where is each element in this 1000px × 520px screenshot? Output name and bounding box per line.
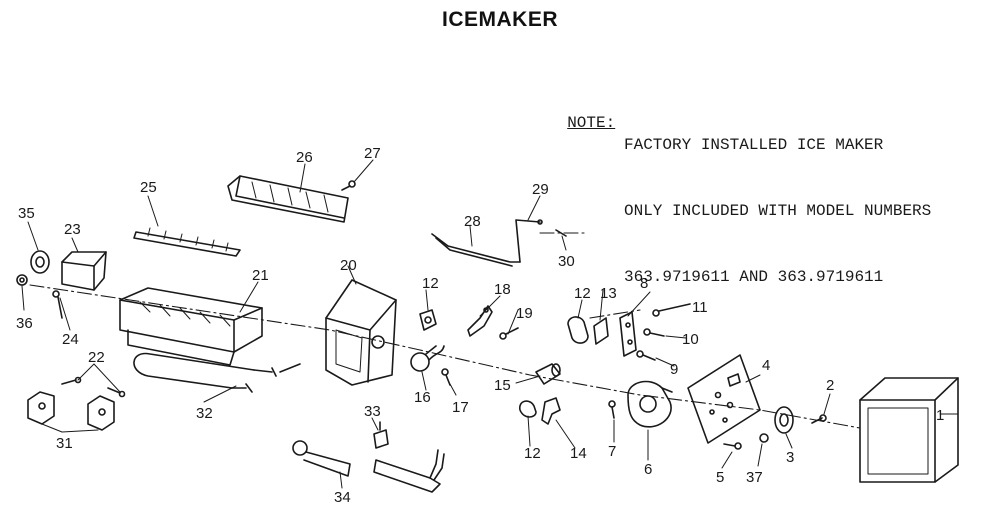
- note-label: NOTE:: [567, 114, 616, 132]
- part-22-screws: [61, 376, 126, 398]
- part-24-screw: [52, 290, 63, 319]
- callout-22: 22: [88, 349, 105, 366]
- callout-18: 18: [494, 281, 511, 298]
- callout-15: 15: [494, 377, 511, 394]
- callout-27: 27: [364, 145, 381, 162]
- callout-leader-lines: [21, 159, 959, 489]
- callout-5: 5: [716, 469, 724, 486]
- callout-10: 10: [682, 331, 699, 348]
- callout-4: 4: [762, 357, 770, 374]
- callout-21: 21: [252, 267, 269, 284]
- part-5-screw: [723, 442, 742, 450]
- part-14-bracket: [541, 397, 561, 425]
- callout-12c: 12: [524, 445, 541, 462]
- callout-9: 9: [670, 361, 678, 378]
- part-25-stripper: [133, 227, 241, 257]
- assembly-axis-line: [29, 232, 861, 429]
- part-34-wire-harness: [292, 440, 445, 493]
- part-17-screw: [441, 368, 451, 386]
- note-line-2: ONLY INCLUDED WITH MODEL NUMBERS: [624, 202, 932, 220]
- callout-30: 30: [558, 253, 575, 270]
- callout-7: 7: [608, 443, 616, 460]
- callout-34: 34: [334, 489, 351, 506]
- callout-17: 17: [452, 399, 469, 416]
- part-29-arm-bracket: [515, 219, 543, 263]
- callout-12a: 12: [422, 275, 439, 292]
- part-31-brackets: [27, 391, 115, 431]
- part-19-screw: [499, 327, 519, 340]
- part-10-screw: [643, 328, 665, 337]
- part-21-ice-mold: [119, 287, 263, 366]
- part-7-screw: [608, 400, 616, 419]
- callout-14: 14: [570, 445, 587, 462]
- part-28-shutoff-arm: [431, 233, 521, 267]
- callout-1: 1: [936, 407, 944, 424]
- callout-12b: 12: [574, 285, 591, 302]
- callout-31: 31: [56, 435, 73, 452]
- note-line-1: FACTORY INSTALLED ICE MAKER: [624, 136, 884, 154]
- part-11-screw: [652, 303, 691, 317]
- callout-6: 6: [644, 461, 652, 478]
- part-16-solenoid: [410, 345, 445, 372]
- callout-16: 16: [414, 389, 431, 406]
- callout-23: 23: [64, 221, 81, 238]
- note-body: FACTORY INSTALLED ICE MAKER ONLY INCLUDE…: [624, 90, 931, 332]
- part-23-mold-cover: [61, 251, 107, 291]
- part-3-knob: [774, 406, 794, 434]
- part-15-plug: [535, 363, 561, 385]
- part-18-lever: [467, 305, 493, 337]
- part-13-clip: [593, 317, 609, 345]
- part-20-housing: [325, 279, 397, 386]
- callout-36: 36: [16, 315, 33, 332]
- callout-35: 35: [18, 205, 35, 222]
- callout-33: 33: [364, 403, 381, 420]
- part-6-motor: [627, 380, 673, 428]
- part-12-thermostat-right: [567, 316, 589, 344]
- callout-2: 2: [826, 377, 834, 394]
- callout-11: 11: [692, 299, 708, 316]
- part-12-thermostat-lower: [519, 400, 537, 418]
- part-36-nut: [16, 274, 28, 286]
- callout-29: 29: [532, 181, 549, 198]
- note-line-3: 363.9719611 AND 363.9719611: [624, 268, 884, 286]
- part-8-switch-bracket: [619, 311, 637, 357]
- part-33-connector: [373, 421, 389, 449]
- part-27-screw: [341, 180, 356, 191]
- note-block: NOTE: FACTORY INSTALLED ICE MAKER ONLY I…: [548, 90, 931, 286]
- callout-24: 24: [62, 331, 79, 348]
- callout-25: 25: [140, 179, 157, 196]
- callout-26: 26: [296, 149, 313, 166]
- diagram-title: ICEMAKER: [441, 8, 558, 31]
- part-37-nut: [759, 433, 769, 443]
- part-1-front-cover: [859, 377, 959, 483]
- part-35-gear: [30, 250, 50, 274]
- callout-labels: 1 2 3 4 5 6 7 8 9 10 11 12 12 12 13 14 1…: [16, 145, 944, 506]
- callout-13: 13: [600, 285, 617, 302]
- part-32-heater: [133, 352, 301, 393]
- callout-8: 8: [640, 275, 648, 292]
- callout-19: 19: [516, 305, 533, 322]
- part-4-mounting-plate: [687, 354, 761, 444]
- callout-37: 37: [746, 469, 763, 486]
- callout-20: 20: [340, 257, 357, 274]
- part-26-ejector: [227, 175, 349, 223]
- part-30-pin: [555, 229, 567, 237]
- part-9-screw: [636, 350, 656, 361]
- part-2-screw: [811, 414, 827, 424]
- callout-28: 28: [464, 213, 481, 230]
- callout-3: 3: [786, 449, 794, 466]
- part-12-thermostat-upper: [419, 309, 437, 331]
- callout-32: 32: [196, 405, 213, 422]
